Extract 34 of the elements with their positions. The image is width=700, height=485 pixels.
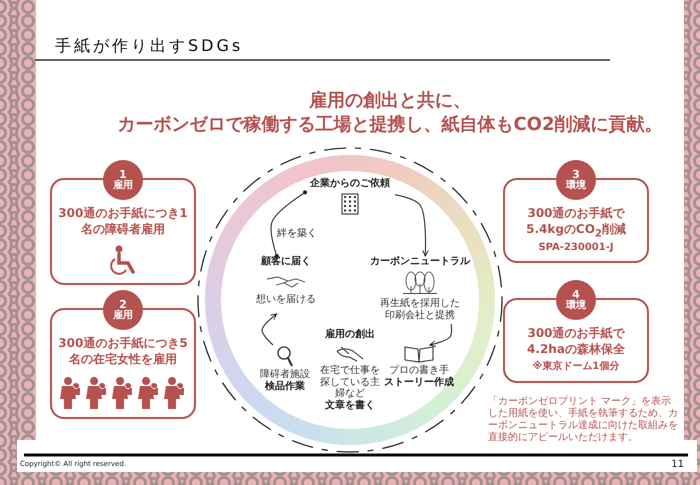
badge-number: 1 (119, 168, 127, 181)
badge-category: 雇用 (113, 310, 133, 322)
card-note: SPA-230001-J (538, 242, 614, 253)
headline: カーボンゼロで稼働する工場と提携し、紙自体もCO2削減に貢献。 (116, 113, 664, 136)
step-heading: 検品作業 (265, 380, 305, 392)
card-text: 300通のお手紙につき5名の在宅女性を雇用 (57, 336, 189, 368)
step-caption: 障碍者施設 (259, 369, 311, 380)
badge-category: 環境 (566, 300, 586, 312)
arrow (394, 194, 429, 256)
card-text: 300通のお手紙につき1名の障碍者雇用 (57, 206, 189, 238)
step-caption: 再生紙を採用した印刷会社と提携 (379, 298, 461, 321)
headline: 雇用の創出と共に、 (308, 89, 472, 112)
page-number: 11 (670, 459, 684, 470)
step-heading: ストーリー作成 (384, 376, 454, 388)
arrow (429, 324, 452, 347)
card-note: ※東京ドーム1個分 (532, 359, 620, 374)
card-text: 300通のお手紙で4.2haの森林保全 (526, 326, 626, 358)
slide-title: 手紙が作り出すSDGs (55, 36, 244, 57)
badge-category: 環境 (566, 180, 586, 192)
badge-number: 3 (572, 168, 580, 181)
step-caption: 想いを届ける (255, 294, 317, 306)
step-heading: 企業からのご依頼 (310, 178, 390, 190)
step-heading: 文章を書く (325, 400, 375, 412)
step-heading: カーボンニュートラル (370, 256, 470, 268)
card-text: 300通のお手紙で5.4kgのCO$_{2}$削減 (525, 206, 627, 240)
step-caption: プロの書き手 (388, 365, 450, 376)
badge-category: 雇用 (113, 180, 133, 192)
arrow (262, 314, 278, 346)
section-heading: 雇用の創出 (324, 327, 376, 341)
footnote: 「カーボンゼロプリント マーク」を表示した用紙を使い、手紙を執筆するため、カーボンニュートラル達成に向けた取組みを直接的にアピールいただけます。 (488, 396, 679, 444)
badge-number: 4 (572, 288, 580, 301)
connector (270, 190, 307, 258)
step-caption: 在宅で仕事を探している主婦など (320, 365, 380, 399)
badge-number: 2 (119, 298, 127, 311)
